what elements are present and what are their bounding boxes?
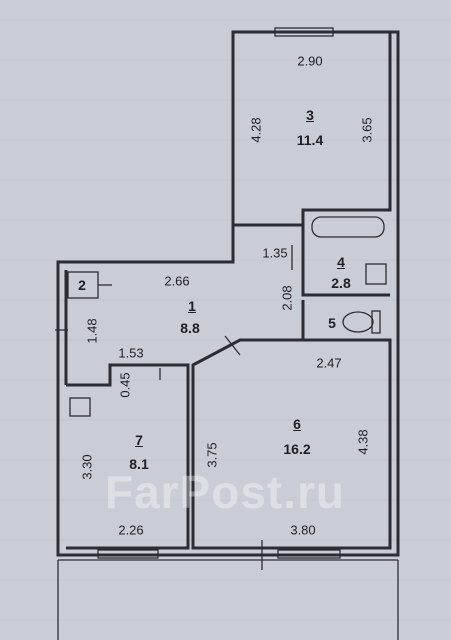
dim-room7-bottom: 2.26 — [118, 522, 144, 538]
dim-room3-left: 4.28 — [248, 117, 264, 143]
room-6-number: 6 — [293, 416, 301, 432]
room-7-area: 8.1 — [129, 456, 149, 472]
room-7-number: 7 — [135, 432, 143, 448]
dim-room6-bottom: 3.80 — [290, 522, 316, 538]
window-room3 — [274, 27, 334, 37]
dim-room6-right: 4.38 — [355, 429, 371, 455]
dim-hall-1-35: 1.35 — [262, 245, 288, 261]
watermark: FarPost.ru — [104, 466, 346, 518]
room4-wall — [301, 210, 390, 297]
balcony — [57, 559, 399, 640]
sink-7 — [69, 397, 91, 417]
toilet — [342, 311, 374, 333]
dim-room6-top: 2.47 — [316, 355, 342, 371]
room-3-area: 11.4 — [296, 132, 324, 148]
dim-room1-width: 2.66 — [164, 273, 190, 289]
room-4-number: 4 — [337, 254, 345, 270]
room-2-number: 2 — [78, 277, 86, 293]
dim-room3-width: 2.90 — [297, 53, 323, 69]
room-6-area: 16.2 — [283, 441, 311, 457]
dim-room1-bottom: 1.53 — [118, 345, 144, 361]
room-1-area: 8.8 — [180, 320, 200, 336]
dim-room1-left: 1.48 — [84, 318, 100, 344]
dim-room7-left: 3.30 — [79, 454, 95, 480]
bathtub — [311, 216, 385, 238]
paper-grid — [0, 19, 451, 621]
room-5-number: 5 — [328, 315, 336, 331]
room-4-area: 2.8 — [331, 275, 351, 291]
dim-room6-left: 3.75 — [204, 442, 220, 468]
dim-room3-right: 3.65 — [359, 117, 375, 143]
room7-wall — [66, 363, 190, 550]
dim-hall-2-08: 2.08 — [279, 285, 295, 311]
window-room7 — [97, 549, 159, 559]
door-hall-6 — [224, 335, 241, 356]
dim-room7-top: 0.45 — [117, 372, 133, 398]
room5-wall — [301, 300, 390, 342]
toilet-tank — [371, 310, 381, 334]
sink-4 — [365, 263, 387, 285]
room-1-number: 1 — [188, 298, 196, 314]
room-3-number: 3 — [306, 107, 314, 123]
window-room6 — [277, 549, 341, 559]
